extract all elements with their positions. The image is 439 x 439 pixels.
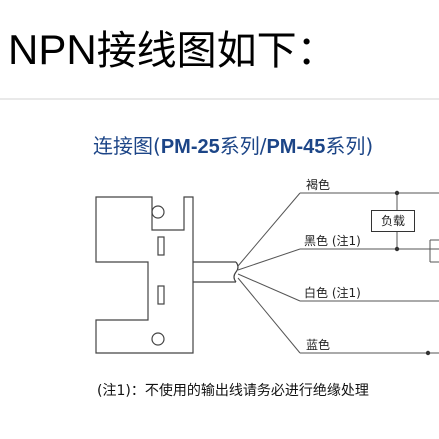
node-brown-load xyxy=(394,190,400,196)
wire-blue-diag xyxy=(237,277,301,354)
sensor-outline xyxy=(95,196,194,354)
wire-white-diag xyxy=(237,273,301,302)
wire-label-brown: 褐色 xyxy=(306,178,331,192)
slot-detail-bottom xyxy=(157,285,165,305)
wire-black-diag xyxy=(237,248,301,271)
wire-brown-diag xyxy=(237,192,301,267)
load-box: 负载 xyxy=(371,210,415,232)
diagram-model-a: PM-25 xyxy=(160,136,220,158)
divider xyxy=(0,98,439,100)
diagram-title-prefix: 连接图( xyxy=(93,134,161,158)
sensor-body xyxy=(95,196,194,354)
mount-hole-bottom xyxy=(151,332,165,346)
mount-hole-top xyxy=(151,205,165,219)
wires xyxy=(237,192,439,354)
slot-detail-top xyxy=(157,236,165,256)
diagram-model-b: PM-45 xyxy=(266,136,326,158)
wire-label-white: 白色 (注1) xyxy=(304,286,361,300)
diagram-title: 连接图(PM-25系列/PM-45系列) xyxy=(93,130,373,159)
junction-nodes xyxy=(394,190,431,356)
node-blue xyxy=(425,350,431,356)
diagram-series-b: 系列) xyxy=(325,134,374,158)
wire-label-blue: 蓝色 xyxy=(306,338,331,352)
cable-end-wavy xyxy=(233,261,239,283)
footnote: (注1)：不使用的输出线请务必进行绝缘处理 xyxy=(97,383,369,399)
page-title: NPN接线图如下： xyxy=(8,26,337,75)
node-black-load xyxy=(394,246,400,252)
page-title-cjk: 接线图如下： xyxy=(96,28,337,74)
cable xyxy=(193,261,239,283)
page-title-latin: NPN xyxy=(8,26,97,73)
wire-label-black: 黑色 (注1) xyxy=(304,234,361,248)
diagram-series-a: 系列/ xyxy=(219,134,267,158)
